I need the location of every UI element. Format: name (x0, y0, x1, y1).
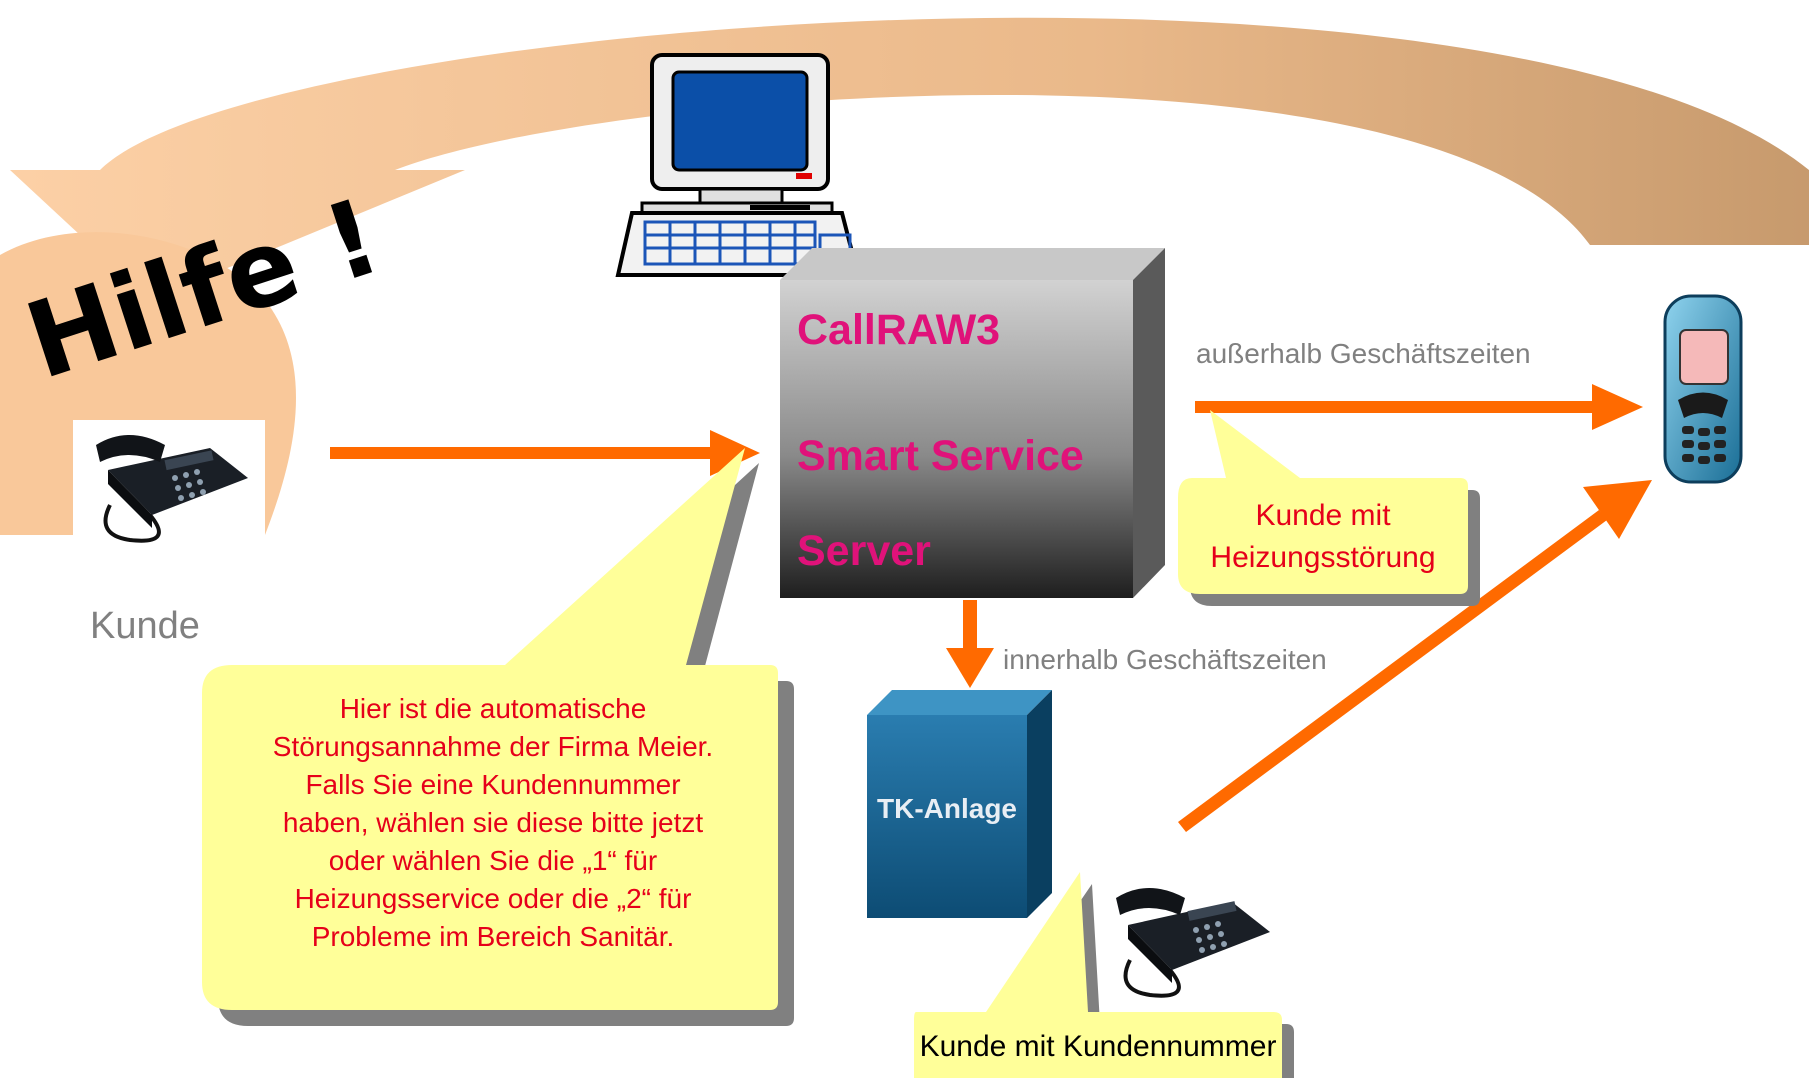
server-title-line3: Server (797, 527, 931, 575)
arrow-server-to-tk (963, 600, 977, 652)
ansage-line: haben, wählen sie diese bitte jetzt (282, 807, 704, 838)
arrow-server-to-mobile (1195, 401, 1595, 413)
callout-ansage (202, 448, 794, 1026)
desk-phone-icon (1116, 888, 1270, 998)
callout-kundennummer-text: Kunde mit Kundennummer (919, 1030, 1277, 1063)
callout-heizung-text: Kunde mit Heizungsstörung (1180, 495, 1466, 579)
arrow-kunde-to-server-head (710, 430, 760, 476)
server-box (780, 248, 1165, 598)
heizung-line: Heizungsstörung (1210, 541, 1436, 574)
arrow-phone-to-mobile (1178, 510, 1607, 832)
arrow-phone-to-mobile-head (1583, 480, 1652, 539)
callout-ansage-text: Hier ist die automatische Störungsannahm… (210, 690, 776, 956)
ansage-line: Heizungsservice oder die „2“ für (294, 883, 692, 914)
callout-heizung (1178, 410, 1480, 606)
arrows (330, 384, 1652, 832)
ansage-line: Störungsannahme der Firma Meier. (272, 731, 714, 762)
ansage-line: Probleme im Bereich Sanitär. (311, 921, 675, 952)
label-innerhalb: innerhalb Geschäftszeiten (1003, 644, 1327, 675)
label-kunde: Kunde (90, 605, 200, 647)
server-title-line1: CallRAW3 (797, 306, 1001, 354)
return-curve-arrow (10, 17, 1809, 300)
ansage-line: oder wählen Sie die „1“ für (328, 845, 658, 876)
arrow-server-to-mobile-head (1592, 384, 1643, 430)
mobile-phone-icon (1663, 294, 1743, 484)
label-ausserhalb: außerhalb Geschäftszeiten (1196, 338, 1531, 369)
ansage-line: Falls Sie eine Kundennummer (305, 769, 681, 800)
arrow-server-to-tk-head (946, 648, 994, 688)
server-title-line2: Smart Service (797, 432, 1084, 480)
heizung-line: Kunde mit (1255, 499, 1391, 532)
tk-anlage-label: TK-Anlage (877, 793, 1017, 824)
callout-kundennummer (914, 872, 1294, 1078)
desk-phone-icon (73, 420, 265, 543)
ansage-line: Hier ist die automatische (339, 693, 647, 724)
arrow-kunde-to-server (330, 447, 722, 459)
computer-icon (615, 53, 861, 277)
tk-anlage-box (867, 690, 1052, 918)
